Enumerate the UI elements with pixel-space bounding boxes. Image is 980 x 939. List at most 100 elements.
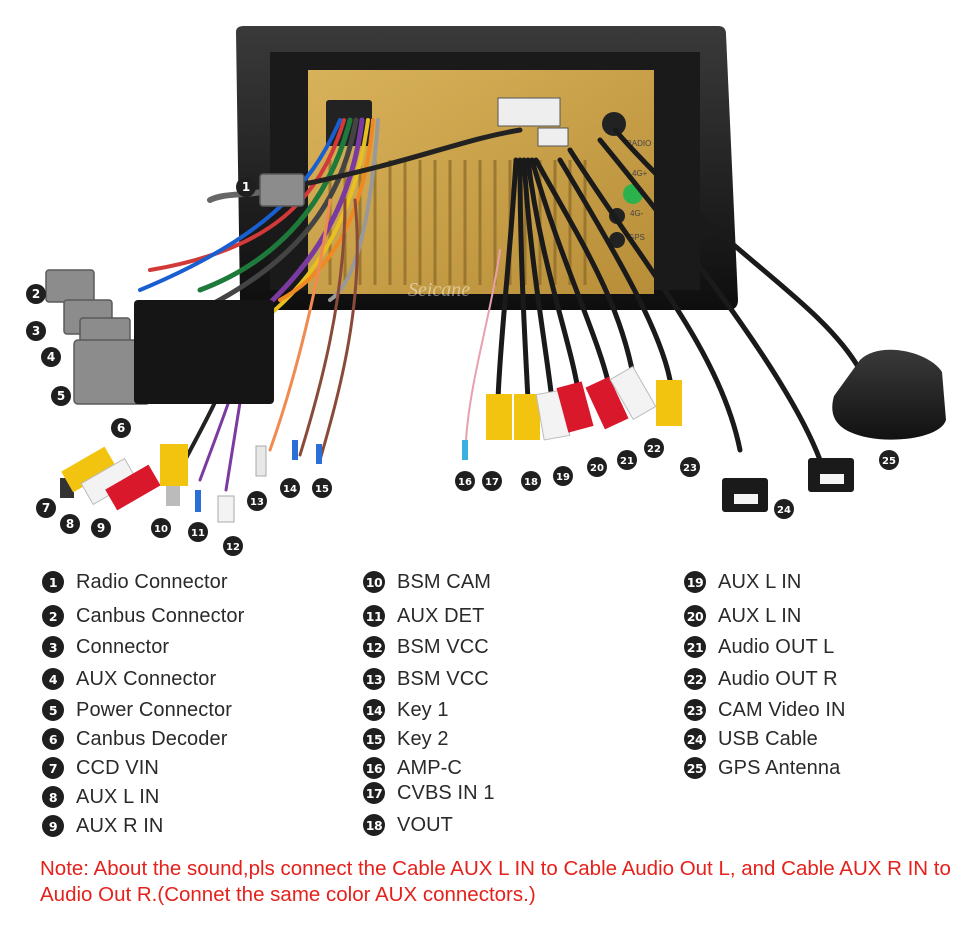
callout-badge-circle — [879, 450, 899, 470]
callout-badge-circle — [312, 478, 332, 498]
legend-label: CVBS IN 1 — [397, 781, 495, 804]
sound-connection-note: Note: About the sound,pls connect the Ca… — [40, 857, 951, 906]
callout-badge-circle — [680, 457, 700, 477]
callout-number: 25 — [882, 456, 896, 467]
callout-badge-circle — [774, 499, 794, 519]
legend-number-badge: 5 — [42, 699, 64, 721]
legend-label: Canbus Connector — [76, 604, 245, 627]
wire-harness — [138, 117, 523, 492]
legend-number-badge: 12 — [363, 636, 385, 658]
legend-label: AUX L IN — [718, 570, 802, 593]
legend-item: 4 AUX Connector — [42, 665, 216, 693]
legend-label: AMP-C — [397, 756, 462, 779]
legend-label: Key 1 — [397, 698, 449, 721]
legend-number-badge: 16 — [363, 757, 385, 779]
legend-number-badge: 4 — [42, 668, 64, 690]
lte2-port-label: 4G- — [630, 209, 644, 218]
callout-number: 6 — [117, 421, 125, 435]
callout-number: 22 — [647, 444, 661, 455]
legend-item: 17 CVBS IN 1 — [363, 779, 495, 807]
callout-number: 4 — [47, 350, 55, 364]
callout-number: 13 — [250, 497, 264, 508]
callout-number: 3 — [32, 324, 40, 338]
legend-number-badge: 15 — [363, 728, 385, 750]
callout-badge-circle — [617, 450, 637, 470]
legend-label: Key 2 — [397, 727, 449, 750]
legend-number-badge: 10 — [363, 571, 385, 593]
callout-number: 18 — [524, 477, 538, 488]
legend-number-badge: 24 — [684, 728, 706, 750]
right-wires — [465, 127, 863, 463]
legend-item: 15 Key 2 — [363, 725, 449, 753]
legend-label: BSM CAM — [397, 570, 492, 593]
legend-item: 1 Radio Connector — [42, 568, 228, 596]
legend-label: AUX Connector — [76, 667, 217, 690]
callout-number: 14 — [283, 484, 297, 495]
callout-number: 19 — [556, 472, 570, 483]
legend-item: 3 Connector — [42, 633, 169, 661]
legend-label: Audio OUT R — [718, 667, 838, 690]
legend-item: 16 AMP-C — [363, 754, 462, 782]
callout-badge-circle — [188, 522, 208, 542]
legend-number-badge: 6 — [42, 728, 64, 750]
callout-badge-circle — [36, 498, 56, 518]
legend-number-badge: 11 — [363, 605, 385, 627]
callout-number: 11 — [191, 528, 205, 539]
callout-number: 23 — [683, 463, 697, 474]
legend-label: Radio Connector — [76, 570, 228, 593]
legend-item: 14 Key 1 — [363, 696, 449, 724]
callout-badge-circle — [521, 471, 541, 491]
radio-port-label: RADIO — [626, 139, 651, 148]
callout-badge-circle — [151, 518, 171, 538]
callout-badge-circle — [587, 457, 607, 477]
legend-label: AUX L IN — [718, 604, 802, 627]
legend-number-badge: 13 — [363, 668, 385, 690]
callout-number: 20 — [590, 463, 604, 474]
callout-badge-circle — [280, 478, 300, 498]
legend-number-badge: 19 — [684, 571, 706, 593]
callout-badge-circle — [26, 321, 46, 341]
legend-item: 8 AUX L IN — [42, 783, 159, 811]
callout-number: 12 — [226, 542, 240, 553]
legend-item: 6 Canbus Decoder — [42, 725, 228, 753]
callout-number: 5 — [57, 389, 65, 403]
legend-number-badge: 14 — [363, 699, 385, 721]
lte1-port-label: 4G+ — [632, 169, 648, 178]
legend-label: Canbus Decoder — [76, 727, 228, 750]
legend-label: AUX DET — [397, 604, 485, 627]
legend-number-badge: 3 — [42, 636, 64, 658]
callout-badge-circle — [455, 471, 475, 491]
legend-number-badge: 2 — [42, 605, 64, 627]
canbus-decoder-box — [134, 300, 274, 404]
callout-badge-circle — [41, 347, 61, 367]
legend-item: 11 AUX DET — [363, 602, 484, 630]
legend-number-badge: 1 — [42, 571, 64, 593]
legend-number-badge: 17 — [363, 782, 385, 804]
callout-number: 16 — [458, 477, 472, 488]
usb-cables — [722, 458, 854, 512]
legend-label: AUX L IN — [76, 785, 160, 808]
watermark: Seicane — [408, 279, 470, 301]
legend-number-badge: 9 — [42, 815, 64, 837]
callout-badge-circle — [482, 471, 502, 491]
callout-badge-circle — [553, 466, 573, 486]
callout-badge-circle — [223, 536, 243, 556]
legend-item: 10 BSM CAM — [363, 568, 491, 596]
legend-label: CCD VIN — [76, 756, 159, 779]
callout-badge-circle — [26, 284, 46, 304]
left-rca-plugs — [60, 440, 322, 523]
callout-badge-circle — [644, 438, 664, 458]
callout-badge-circle — [91, 518, 111, 538]
legend-label: Connector — [76, 635, 170, 658]
callout-number: 9 — [97, 521, 105, 535]
legend-number-badge: 8 — [42, 786, 64, 808]
gps-antenna — [832, 349, 946, 440]
